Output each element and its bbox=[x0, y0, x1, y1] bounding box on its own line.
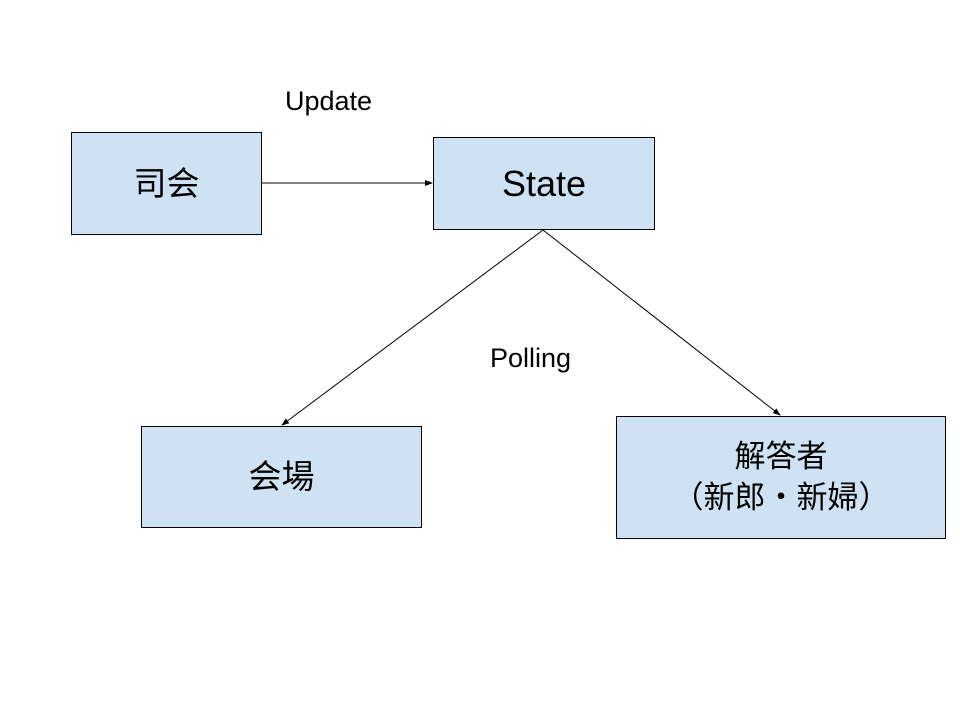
state-node-label: State bbox=[501, 162, 587, 204]
polling-arrow-to-venue bbox=[281, 229, 544, 426]
host-node: 司会 bbox=[71, 132, 262, 235]
polling-arrow-to-answerer bbox=[542, 229, 781, 416]
update-label: Update bbox=[285, 86, 373, 116]
state-node: State bbox=[433, 137, 655, 230]
host-node-label: 司会 bbox=[133, 163, 200, 203]
answerer-node: 解答者 （新郎・新婦） bbox=[616, 416, 946, 539]
answerer-node-label-line1: 解答者 bbox=[734, 439, 828, 476]
polling-label: Polling bbox=[490, 343, 572, 373]
venue-node: 会場 bbox=[141, 426, 422, 528]
venue-node-label: 会場 bbox=[248, 457, 315, 497]
answerer-node-label-line2: （新郎・新婦） bbox=[672, 479, 890, 516]
